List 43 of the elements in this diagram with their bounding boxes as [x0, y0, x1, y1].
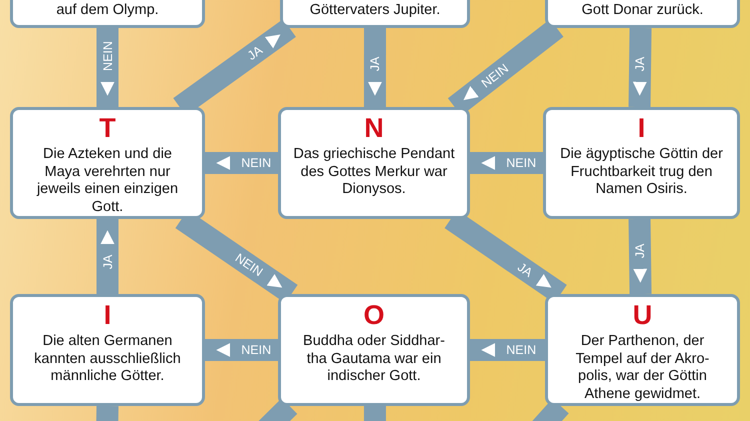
connector-band	[96, 28, 118, 107]
question-card	[545, 294, 740, 406]
solution-letter: O	[363, 301, 384, 329]
edge-label: JA	[515, 260, 536, 280]
edge-label: JA	[632, 244, 647, 259]
solution-letter: N	[364, 114, 384, 142]
question-text: Die ägyptische Göttin der Fruchtbarkeit trug den Namen Osiris.	[559, 146, 724, 198]
connector-band	[205, 152, 278, 174]
question-card	[543, 107, 740, 219]
question-text: Die Azteken und die Maya verehrten nur jeweils einen einzigen Gott.	[36, 146, 180, 216]
connector-band	[364, 28, 386, 107]
question-card	[10, 294, 205, 406]
solution-letter: I	[104, 301, 112, 329]
connector-band	[364, 406, 386, 421]
connector-band	[470, 152, 543, 174]
question-text: Göttervaters Jupiter.	[310, 2, 440, 19]
edge-label: NEIN	[100, 40, 114, 71]
edge-label: JA	[100, 254, 114, 269]
question-text: Der Parthenon, der Tempel auf der Akro-polis, war der Göttin Athene gewidmet.	[574, 333, 710, 403]
edge-label: NEIN	[506, 156, 536, 170]
question-text: Die alten Germanen kannten ausschließlich männliche Götter.	[33, 333, 182, 386]
edge-label: JA	[368, 57, 382, 72]
question-text: Gott Donar zurück.	[582, 2, 704, 19]
question-card	[278, 294, 470, 406]
edge-label: NEIN	[506, 343, 536, 357]
solution-letter: I	[638, 114, 646, 142]
connector-band	[628, 28, 652, 108]
question-card	[278, 107, 470, 219]
connector-band	[205, 339, 278, 361]
connector-band	[628, 218, 652, 294]
edge-label: JA	[632, 57, 648, 72]
solution-letter: U	[632, 301, 652, 329]
question-card	[10, 107, 205, 219]
connector-band	[96, 219, 118, 294]
edge-label: JA	[244, 42, 265, 63]
connector-band	[96, 406, 118, 421]
connector-band	[470, 339, 545, 361]
edge-label: NEIN	[241, 156, 272, 170]
question-text: auf dem Olymp.	[56, 2, 159, 19]
edge-label: NEIN	[241, 343, 272, 357]
question-text: Buddha oder Siddhar-tha Gautama war ein indischer Gott.	[302, 333, 446, 386]
question-text: Das griechische Pendant des Gottes Merkur war Dionysos.	[293, 146, 455, 198]
solution-letter: T	[99, 114, 116, 142]
